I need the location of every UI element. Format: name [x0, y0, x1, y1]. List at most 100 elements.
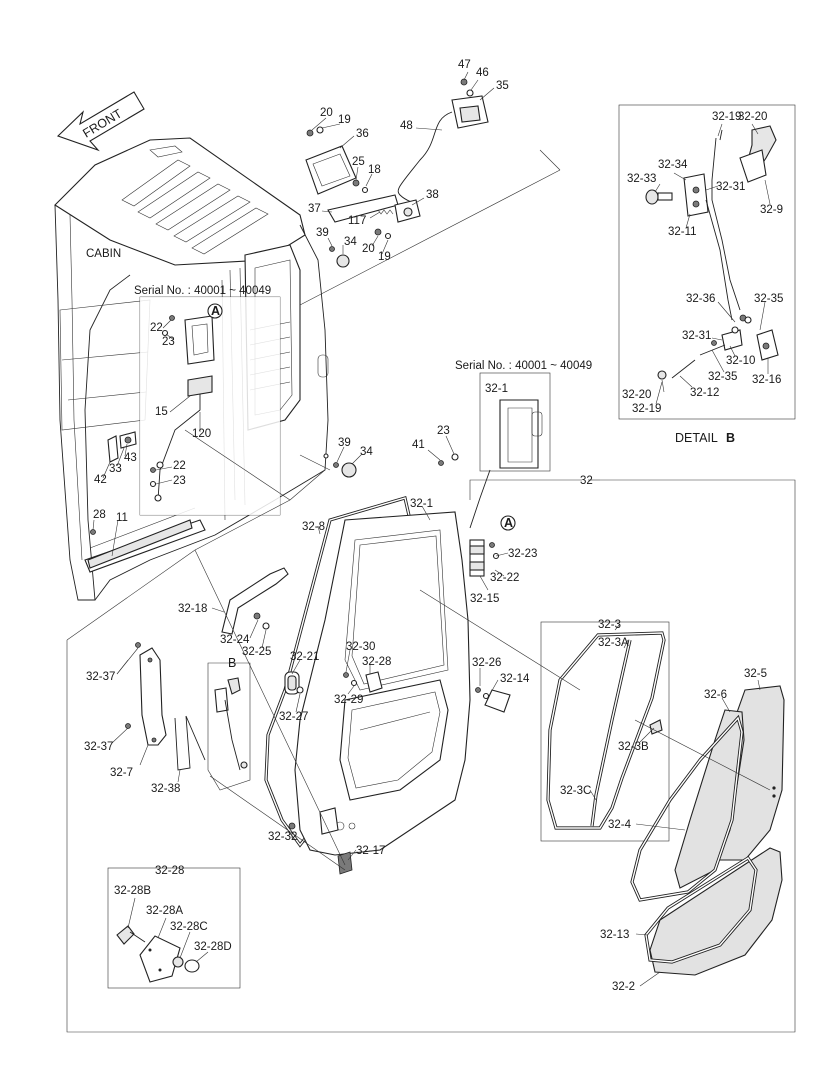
bumper-34-top	[329, 246, 350, 268]
callout-32-32: 32-32	[268, 831, 297, 843]
callout-20-mid: 20	[362, 243, 375, 255]
callout-detail-32-16: 32-16	[752, 374, 781, 386]
ref-b-label: B	[228, 656, 236, 670]
callout-18: 18	[368, 164, 381, 176]
handle-box-32-28	[107, 867, 241, 989]
callout-19-top: 19	[338, 114, 351, 126]
callout-32-37-bottom: 32-37	[84, 741, 113, 753]
callout-42: 42	[94, 474, 107, 486]
callout-25: 25	[352, 156, 365, 168]
callout-34-mid: 34	[360, 446, 373, 458]
callout-43: 43	[124, 452, 137, 464]
callout-detail-32-33: 32-33	[627, 173, 656, 185]
detail-b-box: DETAIL B	[618, 104, 796, 445]
callout-48: 48	[400, 120, 413, 132]
spring-117	[377, 209, 394, 215]
callout-detail-32-11: 32-11	[668, 226, 697, 238]
callout-36: 36	[356, 128, 369, 140]
callout-22-b: 22	[173, 460, 186, 472]
cabin-label: CABIN	[86, 248, 121, 260]
callout-detail-32-36: 32-36	[686, 293, 715, 305]
callout-46: 46	[476, 67, 489, 79]
callout-32-24: 32-24	[220, 634, 250, 646]
striker-assembly-35	[451, 78, 489, 129]
grab-handle-32-18	[221, 567, 289, 635]
detail-caption: DETAIL	[675, 431, 718, 445]
callout-32-3C: 32-3C	[560, 785, 591, 797]
svg-text:A: A	[211, 304, 220, 318]
serial-box-right: Serial No. : 40001 ~ 40049	[455, 360, 592, 529]
serial-label-2: Serial No. : 40001 ~ 40049	[455, 360, 592, 372]
callout-32-38: 32-38	[151, 783, 180, 795]
callout-detail-32-19-top: 32-19	[712, 111, 741, 123]
callout-32-13: 32-13	[600, 929, 629, 941]
callout-32-37-top: 32-37	[86, 671, 115, 683]
callout-32-28D: 32-28D	[194, 941, 232, 953]
callout-32-5: 32-5	[744, 668, 767, 680]
callout-detail-32-20-top: 32-20	[738, 111, 767, 123]
detail-letter: B	[726, 431, 735, 445]
bumper-34-mid	[323, 453, 459, 478]
callout-33: 33	[109, 463, 122, 475]
door-assembly-box	[66, 479, 796, 1033]
lock-detail-box-b: B	[207, 656, 251, 791]
callout-32-14: 32-14	[500, 673, 530, 685]
callout-32-3B: 32-3B	[618, 741, 649, 753]
callout-32-1-serial: 32-1	[485, 383, 508, 395]
connector-lines	[184, 149, 771, 871]
callout-32-3A: 32-3A	[598, 637, 629, 649]
seal-32-13	[644, 855, 758, 964]
serial-box-left: Serial No. : 40001 ~ 40049	[134, 285, 281, 516]
callout-32-2: 32-2	[612, 981, 635, 993]
callout-35: 35	[496, 80, 509, 92]
inner-handle-32-21	[284, 671, 304, 695]
callout-23-b: 23	[173, 475, 186, 487]
callout-32-25: 32-25	[242, 646, 271, 658]
callout-32-28-header: 32-28	[155, 865, 184, 877]
bolts-top	[352, 179, 392, 240]
callout-32-3: 32-3	[598, 619, 621, 631]
callout-120: 120	[192, 428, 211, 440]
window-box-32-3	[540, 621, 670, 842]
callout-39-top: 39	[316, 227, 329, 239]
callout-32-18: 32-18	[178, 603, 207, 615]
callout-23-a: 23	[162, 336, 175, 348]
callout-20-top: 20	[320, 107, 333, 119]
callout-15: 15	[155, 406, 168, 418]
callout-32-21: 32-21	[290, 651, 319, 663]
handle-32-14	[475, 687, 511, 713]
latch-38	[394, 199, 421, 223]
callout-detail-32-31-top: 32-31	[716, 181, 745, 193]
callout-detail-32-35-top: 32-35	[754, 293, 783, 305]
callout-117: 117	[348, 215, 366, 227]
callout-32-8: 32-8	[302, 521, 325, 533]
svg-text:A: A	[504, 516, 513, 530]
callout-32-17: 32-17	[356, 845, 385, 857]
callout-32-23: 32-23	[508, 548, 537, 560]
glass-32-6	[674, 709, 745, 889]
callout-32-26: 32-26	[472, 657, 501, 669]
rod-32-38	[174, 715, 206, 771]
callout-detail-32-35-bottom: 32-35	[708, 371, 737, 383]
callout-32-29: 32-29	[334, 694, 363, 706]
callout-32-28B: 32-28B	[114, 885, 151, 897]
callout-38: 38	[426, 189, 439, 201]
callout-32-15: 32-15	[470, 593, 499, 605]
cabin-small-parts	[87, 315, 193, 569]
callout-detail-32-9: 32-9	[760, 204, 783, 216]
callout-detail-32-12: 32-12	[690, 387, 719, 399]
callout-32-6: 32-6	[704, 689, 727, 701]
door-shell-32-1	[294, 511, 471, 856]
callout-32-1: 32-1	[410, 498, 433, 510]
callout-detail-32-10: 32-10	[726, 355, 755, 367]
callout-23-c: 23	[437, 425, 450, 437]
callout-22-a: 22	[150, 322, 163, 334]
callout-47: 47	[458, 59, 471, 71]
callout-32-28C: 32-28C	[170, 921, 208, 933]
callout-32-28A: 32-28A	[146, 905, 183, 917]
callout-detail-32-19-bottom: 32-19	[632, 403, 661, 415]
callout-32-4: 32-4	[608, 819, 632, 831]
callout-32-22: 32-22	[490, 572, 519, 584]
callout-detail-32-34: 32-34	[658, 159, 688, 171]
